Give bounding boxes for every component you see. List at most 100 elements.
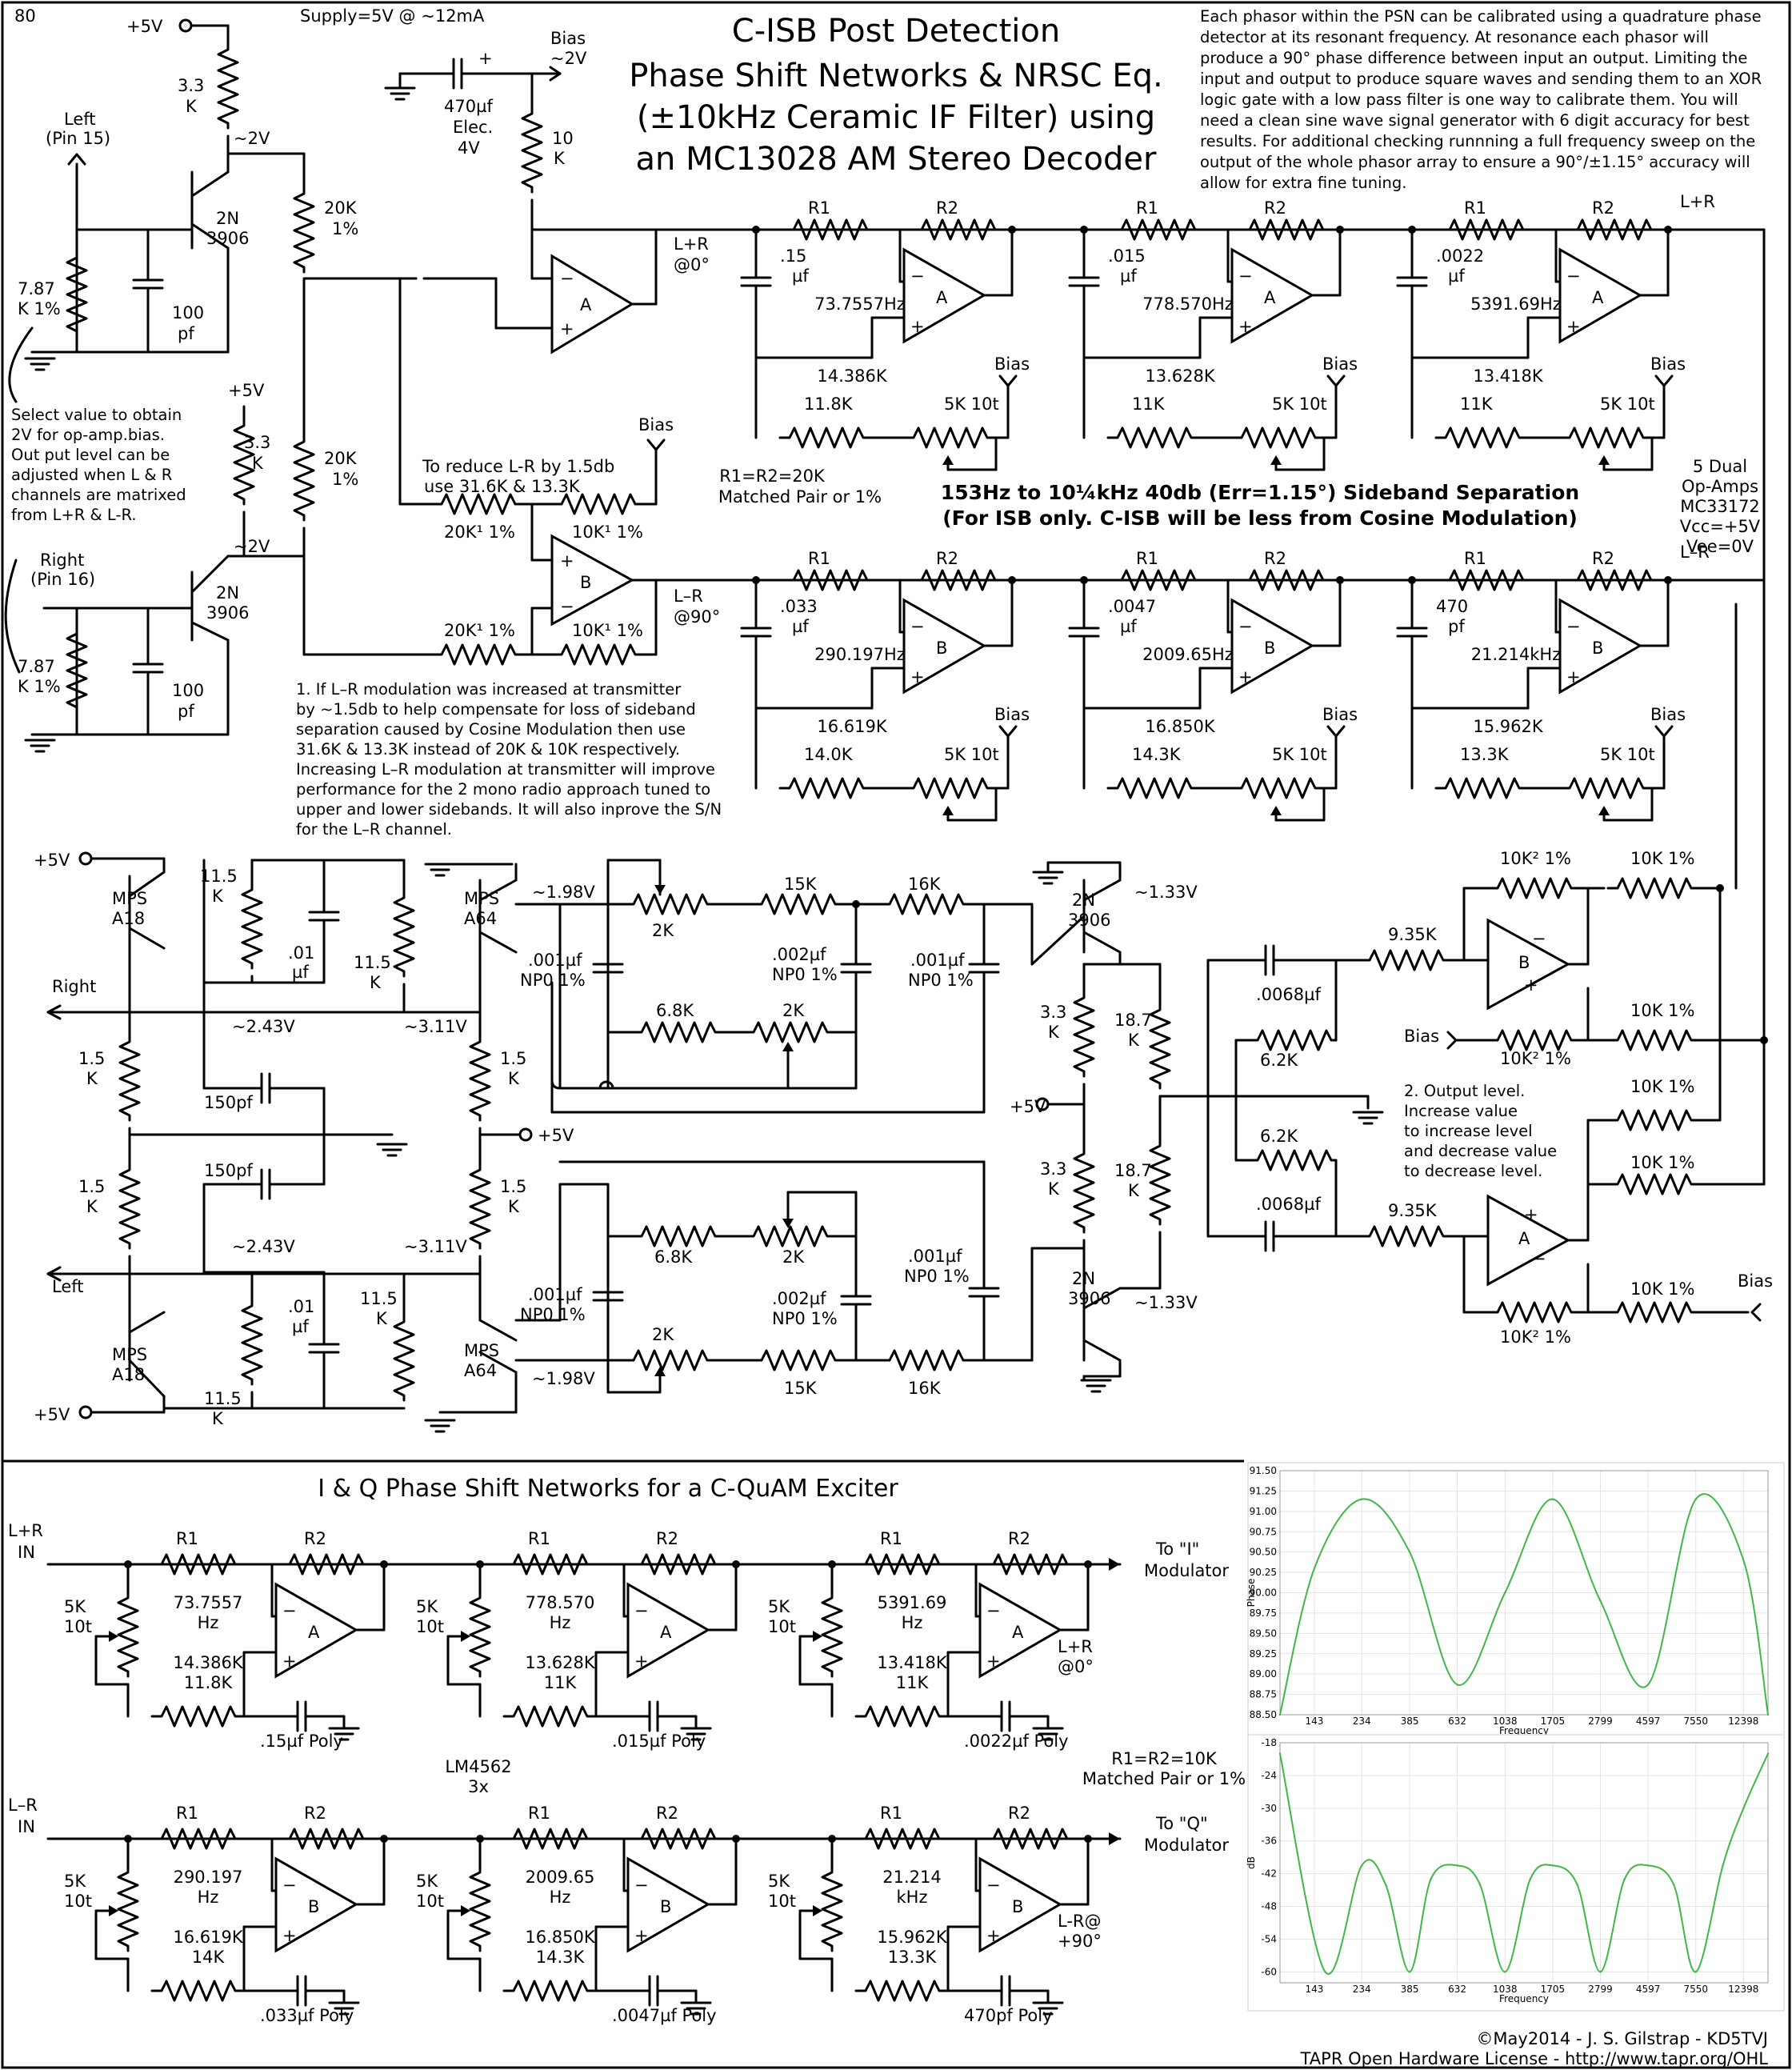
output-phase: +90° — [1058, 1932, 1102, 1951]
output-arrow — [1109, 1832, 1120, 1845]
cap-value: 470pf Poly — [964, 2006, 1053, 2025]
y-tick-label: -60 — [1261, 1966, 1277, 1977]
input-buffer-left: +5V 3.3 K ~2V 2N 3906 Left (Pin 15) 7.87… — [18, 17, 306, 371]
plus: + — [1238, 667, 1253, 687]
cap-value: .15 — [780, 246, 806, 266]
svg-text:K: K — [252, 454, 264, 473]
input-label: L+R — [8, 1521, 43, 1540]
data-point — [1456, 1864, 1458, 1867]
junction — [1664, 226, 1672, 234]
svg-text:~3.11V: ~3.11V — [404, 1237, 467, 1256]
svg-text:−: − — [1532, 1249, 1546, 1268]
junction — [380, 1835, 388, 1843]
minus: − — [1566, 266, 1581, 286]
svg-text:5 Dual: 5 Dual — [1693, 457, 1747, 476]
corner-frequency: 778.570 — [526, 1593, 595, 1612]
svg-text:1.5: 1.5 — [500, 1177, 526, 1196]
exciter-labels: LM4562 3x R1=R2=10K Matched Pair or 1% — [445, 1749, 1246, 1796]
svg-text:2N: 2N — [1072, 891, 1095, 910]
nrsc-equalizer: +5V MPS A18 Right 1.5 K 1.5 K Left MPS A… — [34, 228, 1773, 1433]
plus5v-terminal — [178, 18, 193, 33]
data-point — [1551, 1864, 1554, 1867]
input-label: IN — [18, 1817, 35, 1836]
trim-pot — [117, 1861, 139, 1952]
r2-label: R2 — [1592, 549, 1614, 568]
pot-label: 10t — [416, 1892, 444, 1911]
cap-value: .0047 — [1108, 597, 1156, 616]
cap-unit: µf — [1448, 266, 1465, 286]
svg-text:6.8K: 6.8K — [654, 1247, 693, 1267]
r2-label: R2 — [1264, 549, 1286, 568]
psn-opamp — [1230, 598, 1315, 695]
svg-text:NP0 1%: NP0 1% — [520, 1305, 586, 1324]
r1r2-note-2: Matched Pair or 1% — [718, 487, 882, 506]
svg-text:Op-Amps: Op-Amps — [1682, 477, 1758, 496]
title-line-4: an MC13028 AM Stereo Decoder — [636, 141, 1157, 178]
svg-text:upper and lower sidebands. It: upper and lower sidebands. It will also … — [296, 800, 722, 819]
license: TAPR Open Hardware License - http://www.… — [1300, 2049, 1769, 2068]
svg-text:by ~1.5db to help compensate f: by ~1.5db to help compensate for loss of… — [296, 700, 696, 719]
svg-text:A: A — [1518, 1229, 1530, 1248]
exciter-opamp — [274, 1856, 359, 1953]
pot-label: 5K 10t — [1272, 394, 1327, 414]
svg-text:Bias: Bias — [1404, 1027, 1439, 1046]
svg-text:9.35K: 9.35K — [1388, 1201, 1438, 1220]
svg-text:2K: 2K — [782, 1001, 805, 1020]
svg-text:10: 10 — [552, 129, 574, 148]
svg-text:B: B — [580, 573, 591, 592]
exciter-opamp — [978, 1856, 1063, 1953]
svg-text:3906: 3906 — [1068, 1289, 1110, 1308]
r2-label: R2 — [304, 1529, 326, 1548]
resistor-low-value: 11K — [1460, 394, 1494, 414]
x-tick-label: 385 — [1401, 1984, 1419, 1995]
x-tick-label: 12398 — [1728, 1716, 1758, 1727]
svg-text:K: K — [212, 887, 224, 906]
svg-text:11.5: 11.5 — [200, 867, 238, 886]
svg-text:Elec.: Elec. — [453, 118, 493, 137]
y-tick-label: 90.75 — [1250, 1526, 1277, 1537]
svg-text:Increasing L–R modulation at t: Increasing L–R modulation at transmitter… — [296, 760, 715, 779]
svg-text:+: + — [478, 49, 493, 68]
minus: − — [282, 1601, 297, 1620]
psn-low-resistor — [778, 426, 870, 449]
corner-frequency: 5391.69 — [878, 1593, 947, 1612]
r2-label: R2 — [304, 1804, 326, 1823]
x-tick-label: 234 — [1353, 1984, 1371, 1995]
bias-label: Bias — [1650, 705, 1686, 724]
svg-text:7.87: 7.87 — [18, 279, 55, 298]
svg-text:K: K — [554, 149, 566, 168]
y-tick-label: 88.75 — [1250, 1689, 1277, 1700]
pot-label: 5K — [416, 1597, 438, 1616]
minus: − — [986, 1601, 1001, 1620]
corner-frequency: 21.214kHz — [1471, 645, 1561, 664]
svg-text:+5V: +5V — [126, 17, 163, 36]
chain-output-label: L–R — [1680, 543, 1710, 562]
svg-text:Bias: Bias — [550, 29, 586, 48]
pot-wiper — [942, 806, 954, 815]
svg-text:6.2K: 6.2K — [1260, 1051, 1298, 1070]
minus: − — [1566, 617, 1581, 636]
data-point — [1766, 1713, 1770, 1716]
svg-text:16K: 16K — [908, 875, 942, 894]
bias-label: Bias — [1650, 354, 1686, 374]
data-point — [1430, 1878, 1432, 1880]
x-tick-label: 385 — [1401, 1716, 1419, 1727]
r1-label: R1 — [808, 549, 830, 568]
resistor-low-value: 13.3K — [888, 1948, 938, 1967]
svg-text:~2V: ~2V — [550, 49, 587, 68]
corner-frequency-unit: Hz — [902, 1613, 923, 1632]
trim-pot — [469, 1861, 491, 1952]
svg-text:Right: Right — [52, 977, 96, 996]
title-line-1: C-ISB Post Detection — [732, 13, 1060, 50]
svg-text:150pf: 150pf — [204, 1093, 253, 1112]
svg-text:NP0 1%: NP0 1% — [772, 965, 838, 984]
svg-text:1. If L–R modulation was incr: 1. If L–R modulation was increased at tr… — [296, 680, 682, 699]
low-resistor — [150, 1705, 242, 1728]
data-point — [1672, 1884, 1675, 1886]
series-line — [1279, 1753, 1769, 1975]
trim-pot — [1230, 777, 1322, 799]
data-point — [1278, 1713, 1282, 1716]
svg-text:L+R: L+R — [674, 234, 709, 254]
svg-text:.002µf: .002µf — [772, 1289, 826, 1308]
